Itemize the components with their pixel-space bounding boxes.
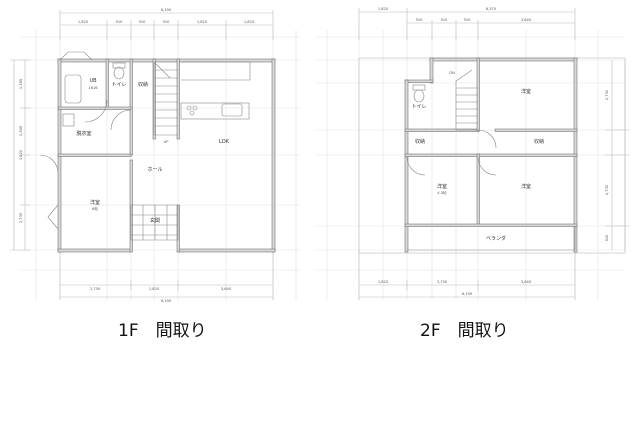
dim-top-left: 1,820: [378, 7, 389, 11]
dim-top: 910: [464, 18, 472, 22]
dim-top: 910: [139, 20, 147, 24]
dim-top: 1,820: [197, 20, 208, 24]
dim-bottom: 2,730: [90, 287, 101, 291]
room-storage: 収納: [138, 81, 148, 88]
caption-1f: 1F 間取り: [118, 321, 207, 341]
dim-right: 2,730: [605, 184, 609, 195]
room-western-se: 洋室: [521, 183, 531, 190]
room-labels-1f: UB 1616 トイレ 収納 脱衣室 UP LDK ホール 洋室 6帖 玄関: [76, 78, 229, 224]
room-stairs-2f: DN: [449, 71, 455, 75]
room-dressing: 脱衣室: [76, 130, 91, 137]
walls-2f: [404, 57, 578, 253]
dim-top-total: 6,190: [161, 8, 172, 12]
room-storage-left: 収納: [415, 138, 425, 145]
room-toilet: トイレ: [111, 82, 126, 88]
dimension-labels-2f: 1,820 6,370 910 910 910 3,640 1,820 2,73…: [378, 7, 609, 296]
room-western-sw-size: 4.5帖: [437, 190, 447, 195]
dim-bottom-total: 6,190: [161, 299, 172, 303]
room-stairs: UP: [164, 140, 170, 144]
dim-left: 1,820: [19, 149, 23, 160]
dim-bottom: 1,820: [149, 287, 160, 291]
dim-bottom: 1,820: [378, 280, 389, 284]
dim-top: 1,820: [78, 20, 89, 24]
room-western-north: 洋室: [521, 88, 531, 95]
room-bath: UB: [89, 78, 97, 84]
room-western: 洋室: [90, 199, 100, 206]
room-veranda: ベランダ: [486, 235, 506, 242]
room-western-sw: 洋室: [437, 183, 447, 190]
room-ldk: LDK: [219, 139, 230, 145]
room-toilet-2f: トイレ: [411, 104, 426, 110]
room-western-size: 6帖: [92, 206, 98, 211]
dimension-labels-1f: 6,190 1,820 910 910 910 1,820 1,820 2,73…: [19, 8, 255, 303]
dim-bottom: 3,640: [521, 280, 532, 284]
dim-right: 910: [605, 234, 609, 242]
room-hall: ホール: [147, 167, 162, 173]
room-storage-right: 収納: [534, 138, 544, 145]
dim-left: 1,365: [19, 79, 23, 89]
dim-right: 2,730: [605, 89, 609, 100]
dim-left: 1,365: [19, 126, 23, 136]
grid-2f: [315, 30, 625, 300]
walls-1f: [57, 58, 276, 253]
dim-top: 910: [163, 20, 171, 24]
dim-top-total: 6,370: [486, 7, 497, 11]
dim-top: 910: [116, 20, 124, 24]
room-bath-size: 1616: [88, 86, 98, 90]
dim-top: 3,640: [521, 18, 532, 22]
dim-bottom: 2,730: [437, 280, 448, 284]
grid-1f: [20, 30, 300, 300]
dim-bottom: 3,640: [221, 287, 232, 291]
dimension-lines-1f: [10, 10, 274, 300]
fixtures-2f: [406, 69, 576, 251]
dim-bottom-total: 6,190: [462, 292, 473, 296]
room-labels-2f: トイレ DN 洋室 収納 収納 洋室 4.5帖 洋室 ベランダ: [411, 71, 544, 242]
dim-top: 910: [441, 18, 449, 22]
fixtures-1f: [39, 51, 251, 241]
dim-top: 1,820: [244, 20, 255, 24]
dim-top: 910: [416, 18, 424, 22]
dim-left: 2,730: [19, 212, 23, 223]
room-entrance: 玄関: [150, 217, 160, 224]
caption-2f: 2F 間取り: [420, 321, 509, 341]
